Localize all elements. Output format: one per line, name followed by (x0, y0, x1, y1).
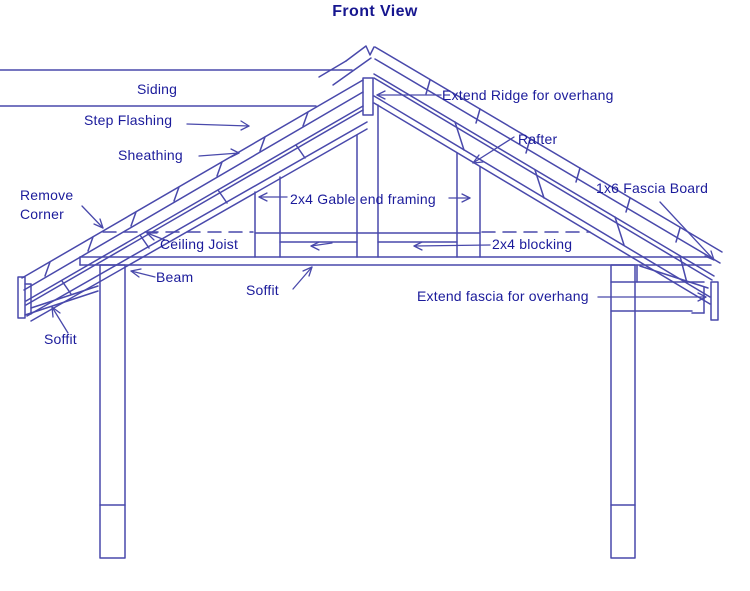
label-beam: Beam (156, 269, 194, 285)
blocking-leader (413, 244, 491, 247)
left-fascia-board (17, 276, 26, 319)
right-roof-flashing-ticks (425, 79, 681, 243)
left-roof-sheathing-ticks (61, 144, 306, 295)
ceiling-joist-leader (146, 232, 166, 241)
soffit-left-leader (51, 306, 69, 334)
label-ceiling-joist: Ceiling Joist (160, 236, 239, 252)
right-roof-lines (373, 46, 723, 305)
rafter-leader (472, 136, 515, 164)
sheathing-leader (198, 152, 240, 157)
ridge-notch (345, 45, 375, 62)
label-remove-corner-line2: Corner (20, 205, 64, 222)
label-extend-fascia: Extend fascia for overhang (417, 288, 589, 304)
label-soffit-center: Soffit (246, 282, 279, 298)
page-title: Front View (332, 3, 418, 20)
label-gable-framing: 2x4 Gable end framing (290, 191, 436, 207)
label-siding: Siding (137, 81, 178, 97)
label-step-flashing: Step Flashing (84, 112, 173, 128)
label-sheathing: Sheathing (118, 147, 183, 163)
ridge-board (362, 77, 374, 116)
label-soffit-left: Soffit (44, 331, 77, 347)
right-post (610, 264, 636, 559)
ceiling-joist-line (102, 231, 591, 234)
right-fascia-board (710, 281, 719, 321)
label-extend-ridge: Extend Ridge for overhang (442, 87, 614, 103)
right-roof-sheathing-ticks (454, 121, 688, 284)
right-eave-detail (610, 264, 719, 321)
left-eave-detail (17, 276, 99, 319)
fascia-board-leader (659, 201, 715, 261)
siding-band-lines (0, 69, 353, 107)
ridge-detail (318, 45, 375, 116)
left-roof-flashing-ticks (44, 111, 309, 277)
gable-end-studs (254, 104, 481, 258)
label-fascia-board: 1x6 Fascia Board (596, 180, 709, 196)
label-remove-corner-line1: Remove (20, 187, 74, 203)
left-post (99, 264, 126, 559)
label-blocking: 2x4 blocking (492, 236, 573, 252)
beam-lines (79, 256, 712, 266)
label-rafter: Rafter (518, 131, 558, 147)
leader-arrows (51, 90, 715, 334)
soffit-center-leader (292, 266, 313, 290)
blocking-leader-2 (310, 242, 333, 247)
label-remove-corner: Remove Corner (20, 186, 90, 224)
beam-leader (130, 270, 156, 278)
step-flashing-leader (186, 123, 250, 127)
remove-corner-leader (81, 205, 104, 229)
